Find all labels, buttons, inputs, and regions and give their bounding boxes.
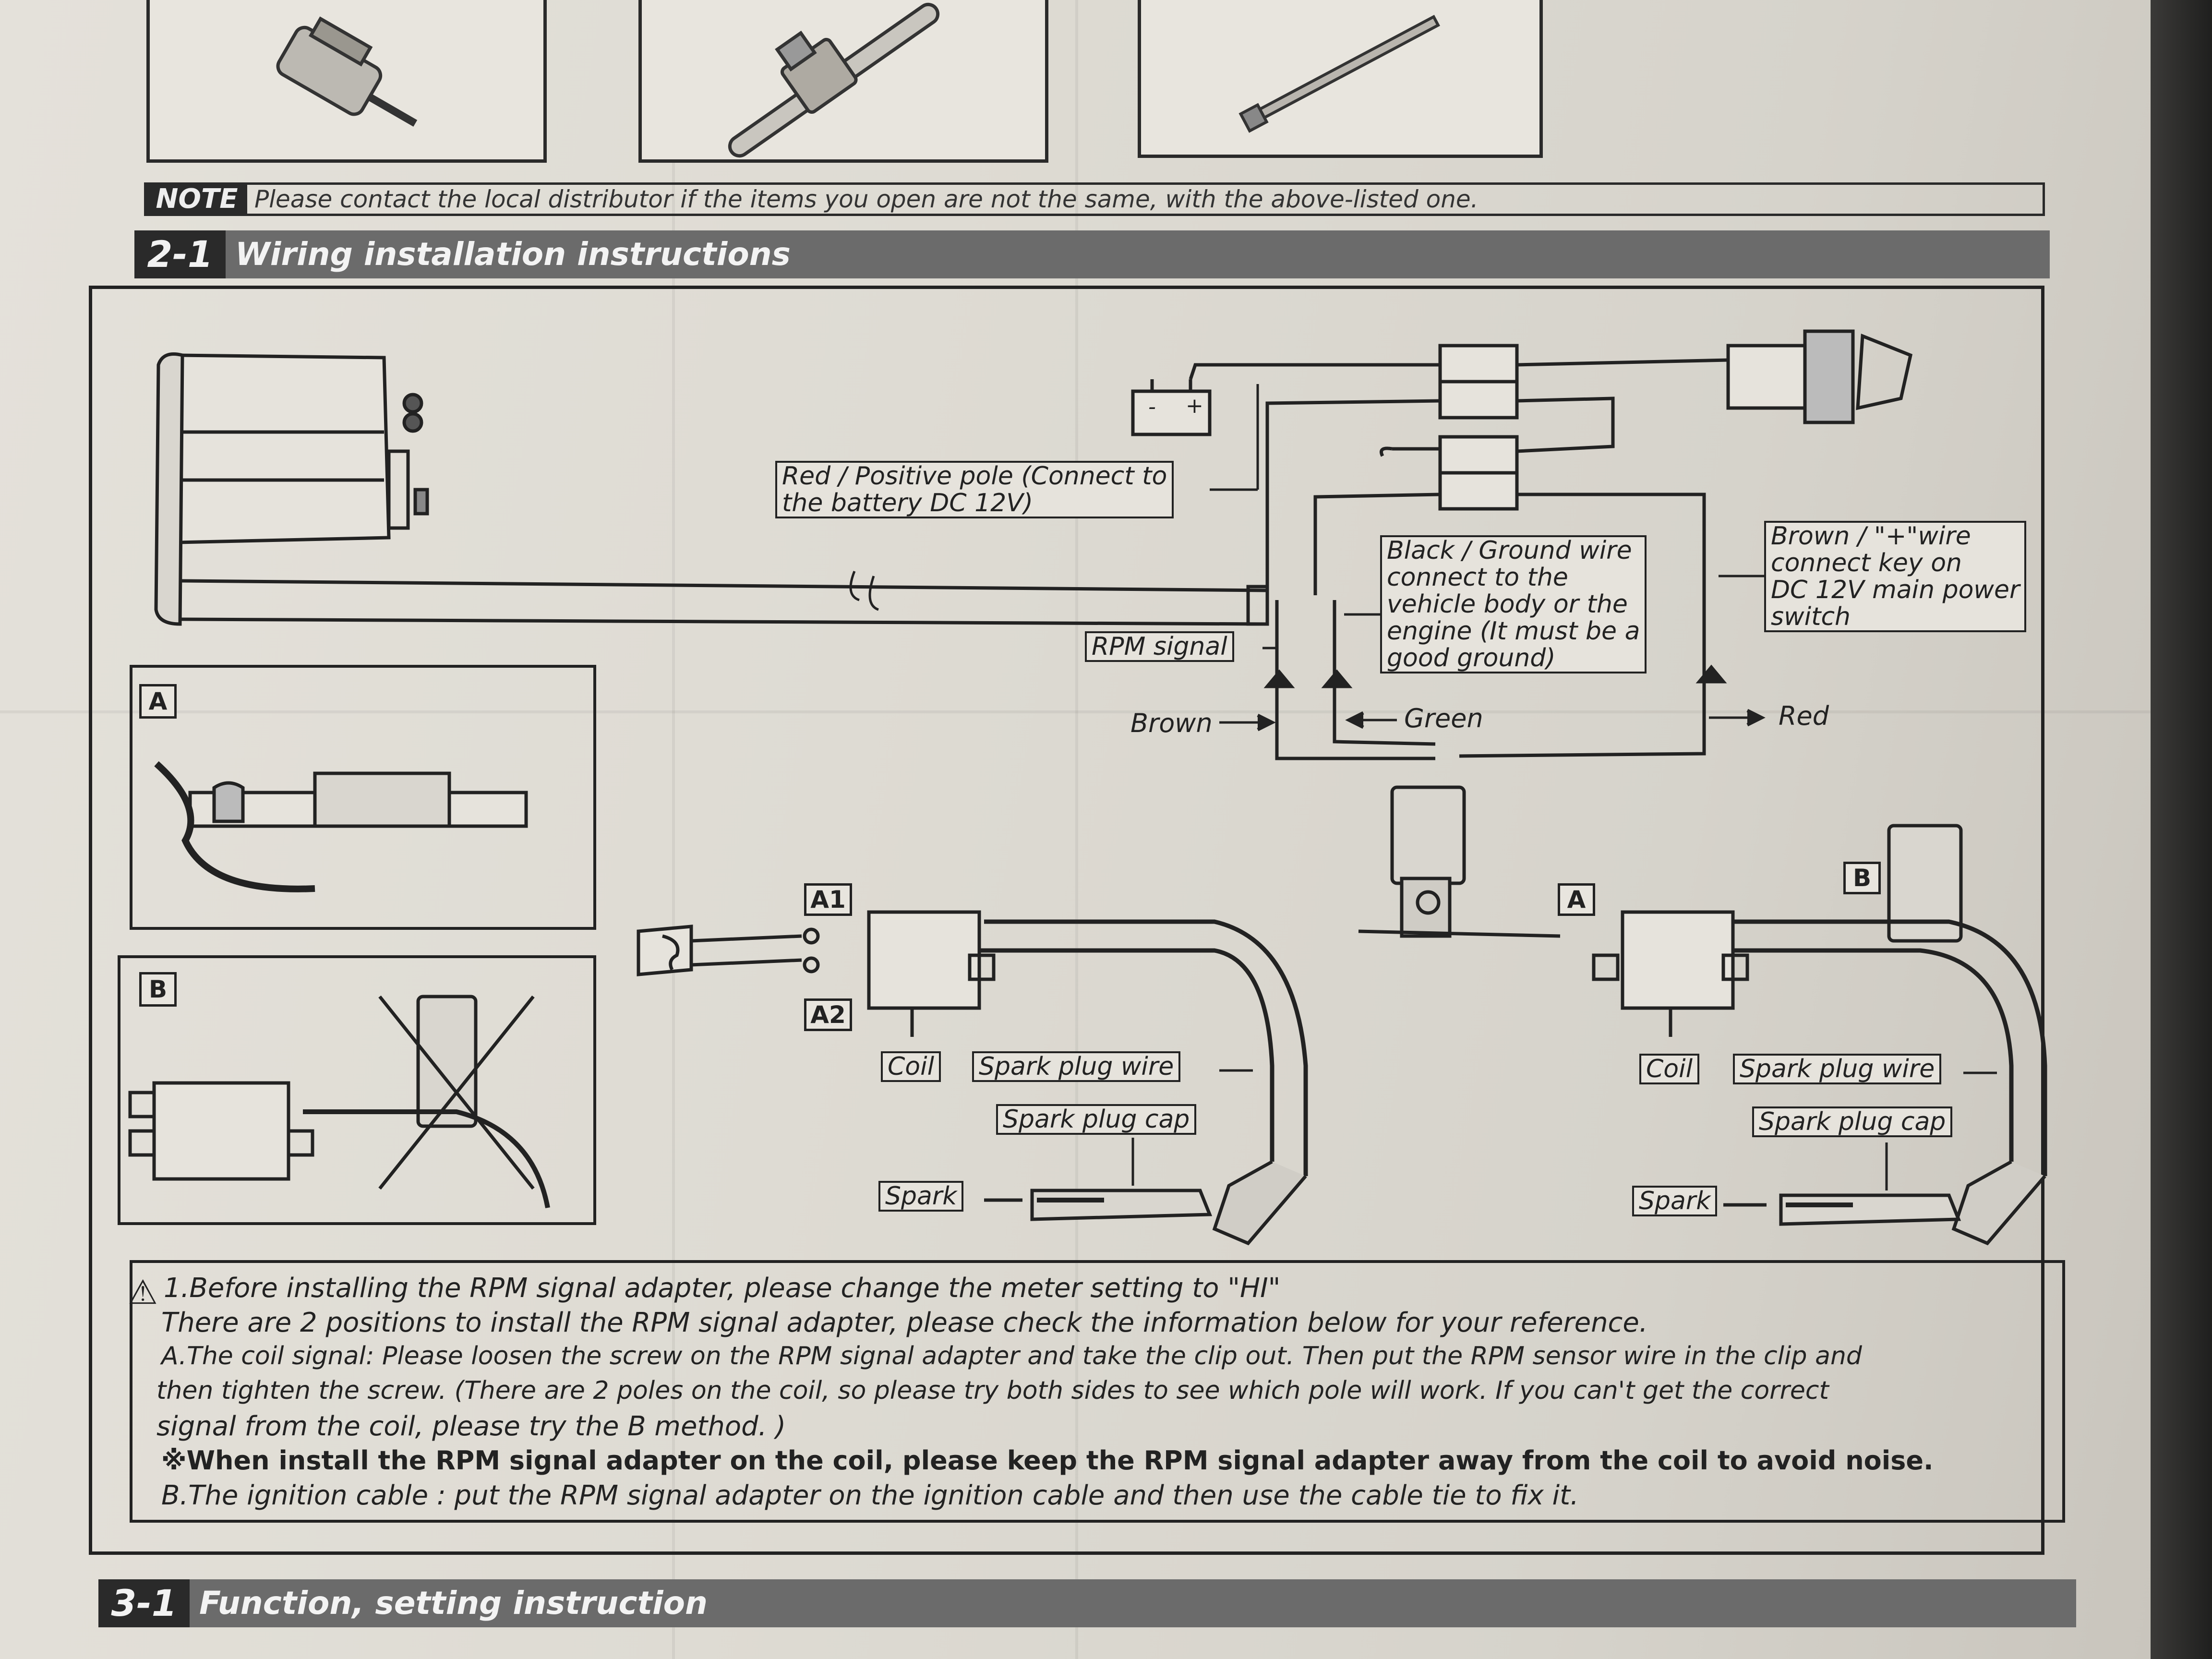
note-text: Please contact the local distributor if … — [254, 185, 1479, 213]
coil-clip-illustration — [154, 761, 528, 892]
section-header-wiring: 2-1 Wiring installation instructions — [134, 230, 2050, 278]
coil-icon-right — [1621, 910, 1735, 1010]
warning-triangle-icon: ⚠ — [128, 1273, 158, 1312]
green-wire-label: Green — [1404, 703, 1483, 733]
battery-minus: - — [1148, 395, 1156, 419]
paper-fold — [672, 0, 675, 1659]
instruction-line: B.The ignition cable : put the RPM signa… — [161, 1480, 1579, 1511]
paper-fold — [0, 710, 2151, 713]
rpm-adapter-icon — [1390, 785, 1466, 885]
inset-b — [118, 955, 596, 1225]
tag-b-right: B — [1843, 862, 1881, 894]
cable-tie-illustration — [128, 995, 550, 1208]
tag-a-right: A — [1558, 883, 1595, 916]
brown-wire-label: Brown — [1130, 708, 1213, 738]
instructions-box: ⚠ 1.Before installing the RPM signal ada… — [128, 1260, 2065, 1523]
part-box-cable-tie — [1138, 0, 1543, 158]
tag-a1: A1 — [804, 883, 852, 916]
section-title: Wiring installation instructions — [235, 236, 791, 273]
spark-plug-cap-label-right: Spark plug cap — [1752, 1106, 1953, 1137]
red-wire-label: Red — [1779, 701, 1829, 731]
section-number: 2-1 — [134, 230, 226, 278]
instruction-line: then tighten the screw. (There are 2 pol… — [156, 1376, 1829, 1405]
coil-label-left: Coil — [881, 1051, 941, 1082]
section-header-function: 3-1 Function, setting instruction — [98, 1579, 2076, 1627]
part-box-meter — [146, 0, 547, 163]
meter-body — [176, 353, 391, 544]
instruction-line: signal from the coil, please try the B m… — [156, 1411, 786, 1442]
rpm-signal-label: RPM signal — [1085, 631, 1234, 662]
red-positive-label: Red / Positive pole (Connect to the batt… — [775, 461, 1174, 518]
rpm-adapter-part-icon — [728, 2, 940, 158]
battery-plus: + — [1186, 394, 1203, 418]
spark-plug-cap-label-left: Spark plug cap — [996, 1104, 1197, 1135]
inset-b-tag: B — [139, 972, 177, 1007]
instruction-line: 1.Before installing the RPM signal adapt… — [164, 1273, 1281, 1304]
coil-label-right: Coil — [1639, 1054, 1700, 1084]
spark-plug-wire-label-left: Spark plug wire — [972, 1051, 1181, 1082]
inset-a-tag: A — [139, 684, 177, 719]
coil-icon-left — [867, 910, 981, 1010]
battery-icon — [1131, 389, 1212, 436]
cable-tie-part-icon — [1238, 14, 1441, 133]
note-tag: NOTE — [146, 185, 247, 214]
page-edge — [2151, 0, 2212, 1659]
tag-a2: A2 — [804, 998, 852, 1031]
key-switch-icon — [1726, 344, 1807, 410]
paper-fold — [1075, 0, 1078, 1659]
instruction-line: A.The coil signal: Please loosen the scr… — [161, 1342, 1862, 1370]
instruction-line: There are 2 positions to install the RPM… — [161, 1307, 1648, 1338]
spark-plug-wire-label-right: Spark plug wire — [1733, 1054, 1942, 1084]
part-box-adapter — [638, 0, 1048, 163]
inset-a — [130, 665, 596, 930]
section-number: 3-1 — [98, 1579, 190, 1627]
note-bar: NOTE Please contact the local distributo… — [144, 182, 2045, 216]
wiring-diagram-frame — [89, 286, 2044, 1555]
instruction-line-emphasis: ※When install the RPM signal adapter on … — [161, 1445, 1934, 1476]
black-ground-label: Black / Ground wire connect to the vehic… — [1380, 535, 1647, 673]
spark-label-left: Spark — [878, 1181, 964, 1212]
spark-label-right: Spark — [1632, 1186, 1718, 1216]
brown-key-label: Brown / "+"wire connect key on DC 12V ma… — [1764, 521, 2027, 632]
section-title: Function, setting instruction — [199, 1585, 708, 1622]
switch-part-icon — [276, 16, 418, 127]
meter-bezel — [154, 352, 184, 626]
